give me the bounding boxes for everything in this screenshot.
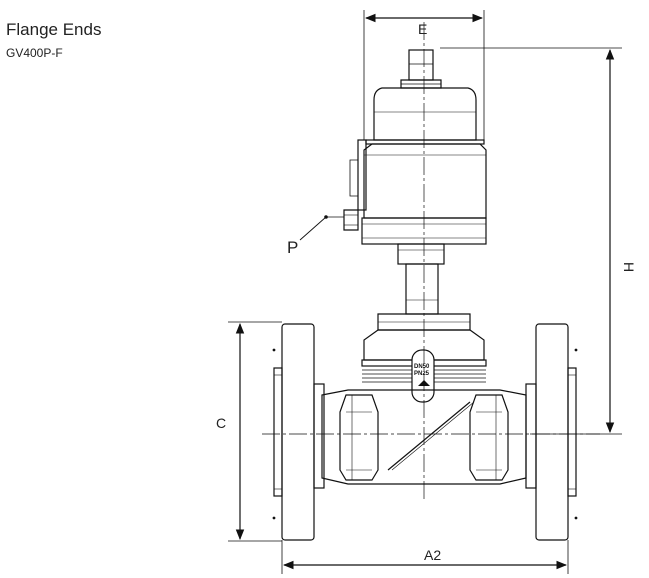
diagram-title: Flange Ends [6,20,102,39]
label-e: E [418,21,427,37]
label-a2: A2 [424,547,441,563]
label-h: H [621,262,637,272]
left-flange [272,323,325,541]
dimension-h [440,47,622,435]
right-flange [525,323,578,541]
dimension-e [363,10,485,140]
label-p: P [287,238,298,257]
dimension-a2 [281,540,569,574]
model-number: GV400P-F [6,46,63,60]
center-lines [262,22,600,500]
port-p-leader [299,215,344,241]
marking-dn: DN50 [414,364,430,370]
label-c: C [216,415,226,431]
actuator [343,49,487,315]
marking-pn: PN25 [414,371,430,377]
dimension-c [228,321,282,542]
